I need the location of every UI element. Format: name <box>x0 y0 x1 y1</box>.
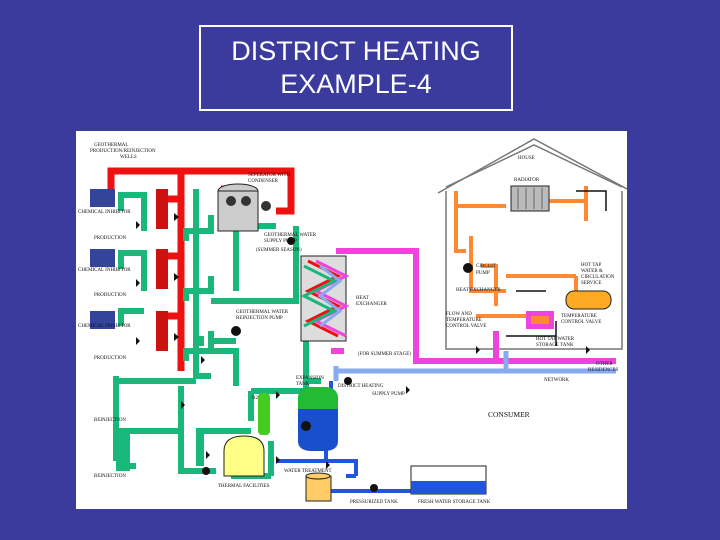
black-pipes <box>506 190 607 346</box>
title-line-2: EXAMPLE-4 <box>280 69 432 99</box>
thermal-facility <box>223 435 265 477</box>
label-network: NETWORK <box>544 378 569 383</box>
label-summer-stage: (FOR SUMMER STAGE) <box>358 352 411 357</box>
slide-title: DISTRICT HEATING EXAMPLE-4 <box>199 25 513 111</box>
label-flow-temp-3: CONTROL VALVE <box>446 324 486 329</box>
label-geo-wells-3: WELLS <box>120 155 137 160</box>
label-reinj-pump-2: REINJECTION PUMP <box>236 316 283 321</box>
fresh-water-tank <box>410 465 487 495</box>
valve-markers <box>136 213 590 469</box>
label-heat-exch-house: HEAT EXCHANGER <box>456 288 501 293</box>
label-dist-pump-2: SUPPLY PUMP <box>372 392 405 397</box>
label-reinjection-1: REINJECTION <box>94 418 126 423</box>
label-other-res-1: OTHER <box>596 362 613 367</box>
label-other-res-2: RESIDENCES <box>588 368 619 373</box>
label-dist-pump-1: DISTRICT HEATING <box>338 384 384 389</box>
blue-water-pipes <box>276 381 416 493</box>
label-pressurized: PRESSURIZED TANK <box>350 500 398 505</box>
label-production-2: PRODUCTION <box>94 293 127 298</box>
label-reinjection-2: REINJECTION <box>94 474 126 479</box>
label-fresh-water: FRESH WATER STORAGE TANK <box>418 500 491 505</box>
label-geo-wells-2: PRODUCTION/REINJECTION <box>90 149 156 154</box>
label-geo-supply-1: GEOTHERMAL WATER <box>264 233 317 238</box>
label-geo-wells-1: GEOTHERMAL <box>94 143 128 148</box>
label-geo-supply-2: SUPPLY PUMP <box>264 239 297 244</box>
label-chemical-1: CHEMICAL INHIBITOR <box>78 210 131 215</box>
production-wells <box>90 189 168 351</box>
orange-house-pipes <box>454 186 588 318</box>
radiator <box>510 185 550 212</box>
label-n2: N2 <box>252 396 259 401</box>
label-consumer: CONSUMER <box>488 410 530 419</box>
label-production-1: PRODUCTION <box>94 236 127 241</box>
label-flow-temp-2: TEMPERATURE <box>446 318 482 323</box>
label-radiator: RADIATOR <box>514 178 540 183</box>
label-separator-1: SEPERATOR WITH <box>248 173 291 178</box>
main-heat-exchanger <box>300 255 350 342</box>
green-reinjection-pipes <box>113 189 321 479</box>
label-water-treat: WATER TREATMENT <box>284 469 332 474</box>
label-hot-tap-2: STORAGE TANK <box>536 343 574 348</box>
label-heat-exch-1: HEAT <box>356 296 369 301</box>
label-hot-water-3: CIRCULATION <box>581 275 615 280</box>
label-chemical-3: CHEMICAL INHIBITOR <box>78 324 131 329</box>
house-heat-exchanger <box>526 311 554 329</box>
label-temp-valve-2: CONTROL VALVE <box>561 320 601 325</box>
house-outline <box>437 138 627 350</box>
label-circuit-2: PUMP <box>476 271 490 276</box>
label-separator-2: CONDENSER <box>248 179 279 184</box>
label-hot-water-4: SERVICE <box>581 281 601 286</box>
label-expansion-2: TANK <box>296 382 310 387</box>
pumps <box>202 237 473 492</box>
label-thermal-fac: THERMAL FACILITIES <box>218 484 270 489</box>
lightblue-return-pipes <box>333 351 616 381</box>
label-production-3: PRODUCTION <box>94 356 127 361</box>
label-hot-water-1: HOT TAP <box>581 263 602 268</box>
label-temp-valve-1: TEMPERATURE <box>561 314 597 319</box>
label-geo-supply-3: (SUMMER SEASON) <box>256 248 302 253</box>
pressurized-tank <box>305 472 332 502</box>
label-circuit-1: CIRCUIT <box>476 264 496 269</box>
title-line-1: DISTRICT HEATING <box>231 36 481 66</box>
label-hot-tap-1: HOT TAP WATER <box>536 337 575 342</box>
green-reinjection-well-casings <box>116 431 204 471</box>
label-flow-temp-1: FLOW AND <box>446 312 472 317</box>
label-house: HOUSE <box>518 156 535 161</box>
hot-tap-storage-tank <box>565 290 612 310</box>
district-heating-diagram: GEOTHERMAL PRODUCTION/REINJECTION WELLS … <box>76 131 627 509</box>
label-reinj-pump-1: GEOTHERMAL WATER <box>236 310 289 315</box>
separator-condenser <box>217 183 271 232</box>
label-expansion-1: EXPANSION <box>296 376 324 381</box>
expansion-tank <box>258 387 338 451</box>
label-chemical-2: CHEMICAL INHIBITOR <box>78 268 131 273</box>
diagram-labels: GEOTHERMAL PRODUCTION/REINJECTION WELLS … <box>78 143 619 505</box>
red-hot-pipes <box>107 167 295 371</box>
label-heat-exch-2: EXCHANGER <box>356 302 387 307</box>
label-hot-water-2: WATER & <box>581 269 603 274</box>
